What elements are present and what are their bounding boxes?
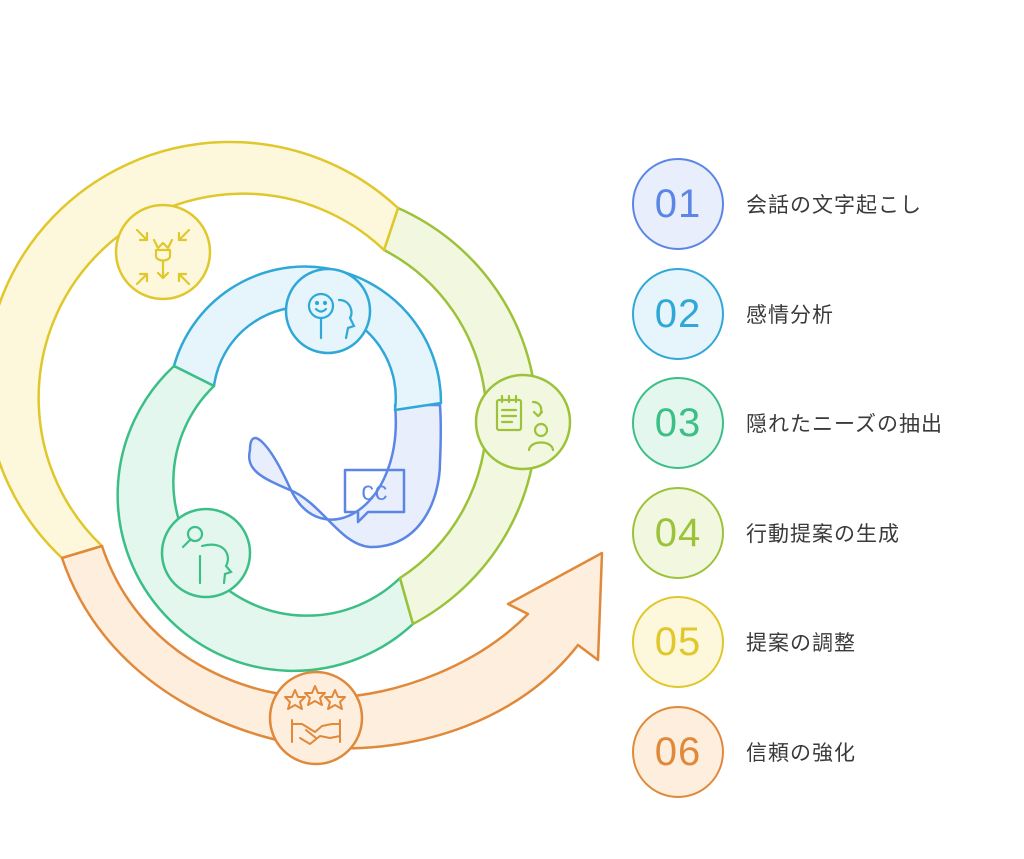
step-number-04: 04 bbox=[632, 487, 724, 579]
step-label-01: 会話の文字起こし bbox=[746, 193, 922, 217]
stage-04-band bbox=[382, 206, 538, 626]
handshake-stars-icon bbox=[284, 685, 346, 745]
stage-02-band bbox=[172, 265, 443, 412]
step-04: 04 行動提案の生成 bbox=[632, 485, 1012, 581]
smiling-head-node bbox=[284, 267, 372, 355]
step-06: 06 信頼の強化 bbox=[632, 704, 1012, 800]
step-label-06: 信頼の強化 bbox=[746, 741, 856, 765]
notepad-person-icon bbox=[495, 394, 555, 452]
step-number-05: 05 bbox=[632, 596, 724, 688]
step-number-06: 06 bbox=[632, 706, 724, 798]
step-number-02: 02 bbox=[632, 268, 724, 360]
handshake-stars-node bbox=[268, 670, 364, 766]
person-search-icon bbox=[181, 525, 233, 585]
step-03: 03 隠れたニーズの抽出 bbox=[632, 375, 1012, 471]
funnel-arrows-icon bbox=[135, 228, 191, 286]
funnel-arrows-node bbox=[114, 203, 212, 301]
step-label-02: 感情分析 bbox=[746, 303, 834, 327]
step-label-04: 行動提案の生成 bbox=[746, 522, 900, 546]
closed-caption-icon: CC bbox=[361, 482, 387, 507]
step-label-05: 提案の調整 bbox=[746, 631, 856, 655]
step-label-03: 隠れたニーズの抽出 bbox=[746, 412, 943, 436]
step-number-01: 01 bbox=[632, 158, 724, 250]
closed-caption-node: CC bbox=[343, 468, 406, 524]
notepad-person-node bbox=[474, 373, 572, 471]
person-search-node bbox=[160, 507, 252, 599]
step-05: 05 提案の調整 bbox=[632, 594, 1012, 690]
step-number-03: 03 bbox=[632, 377, 724, 469]
step-01: 01 会話の文字起こし bbox=[632, 156, 1012, 252]
stage-05-band bbox=[0, 140, 400, 560]
smiling-head-icon bbox=[307, 292, 356, 340]
stage-06-arrow bbox=[60, 544, 604, 750]
step-02: 02 感情分析 bbox=[632, 266, 1012, 362]
